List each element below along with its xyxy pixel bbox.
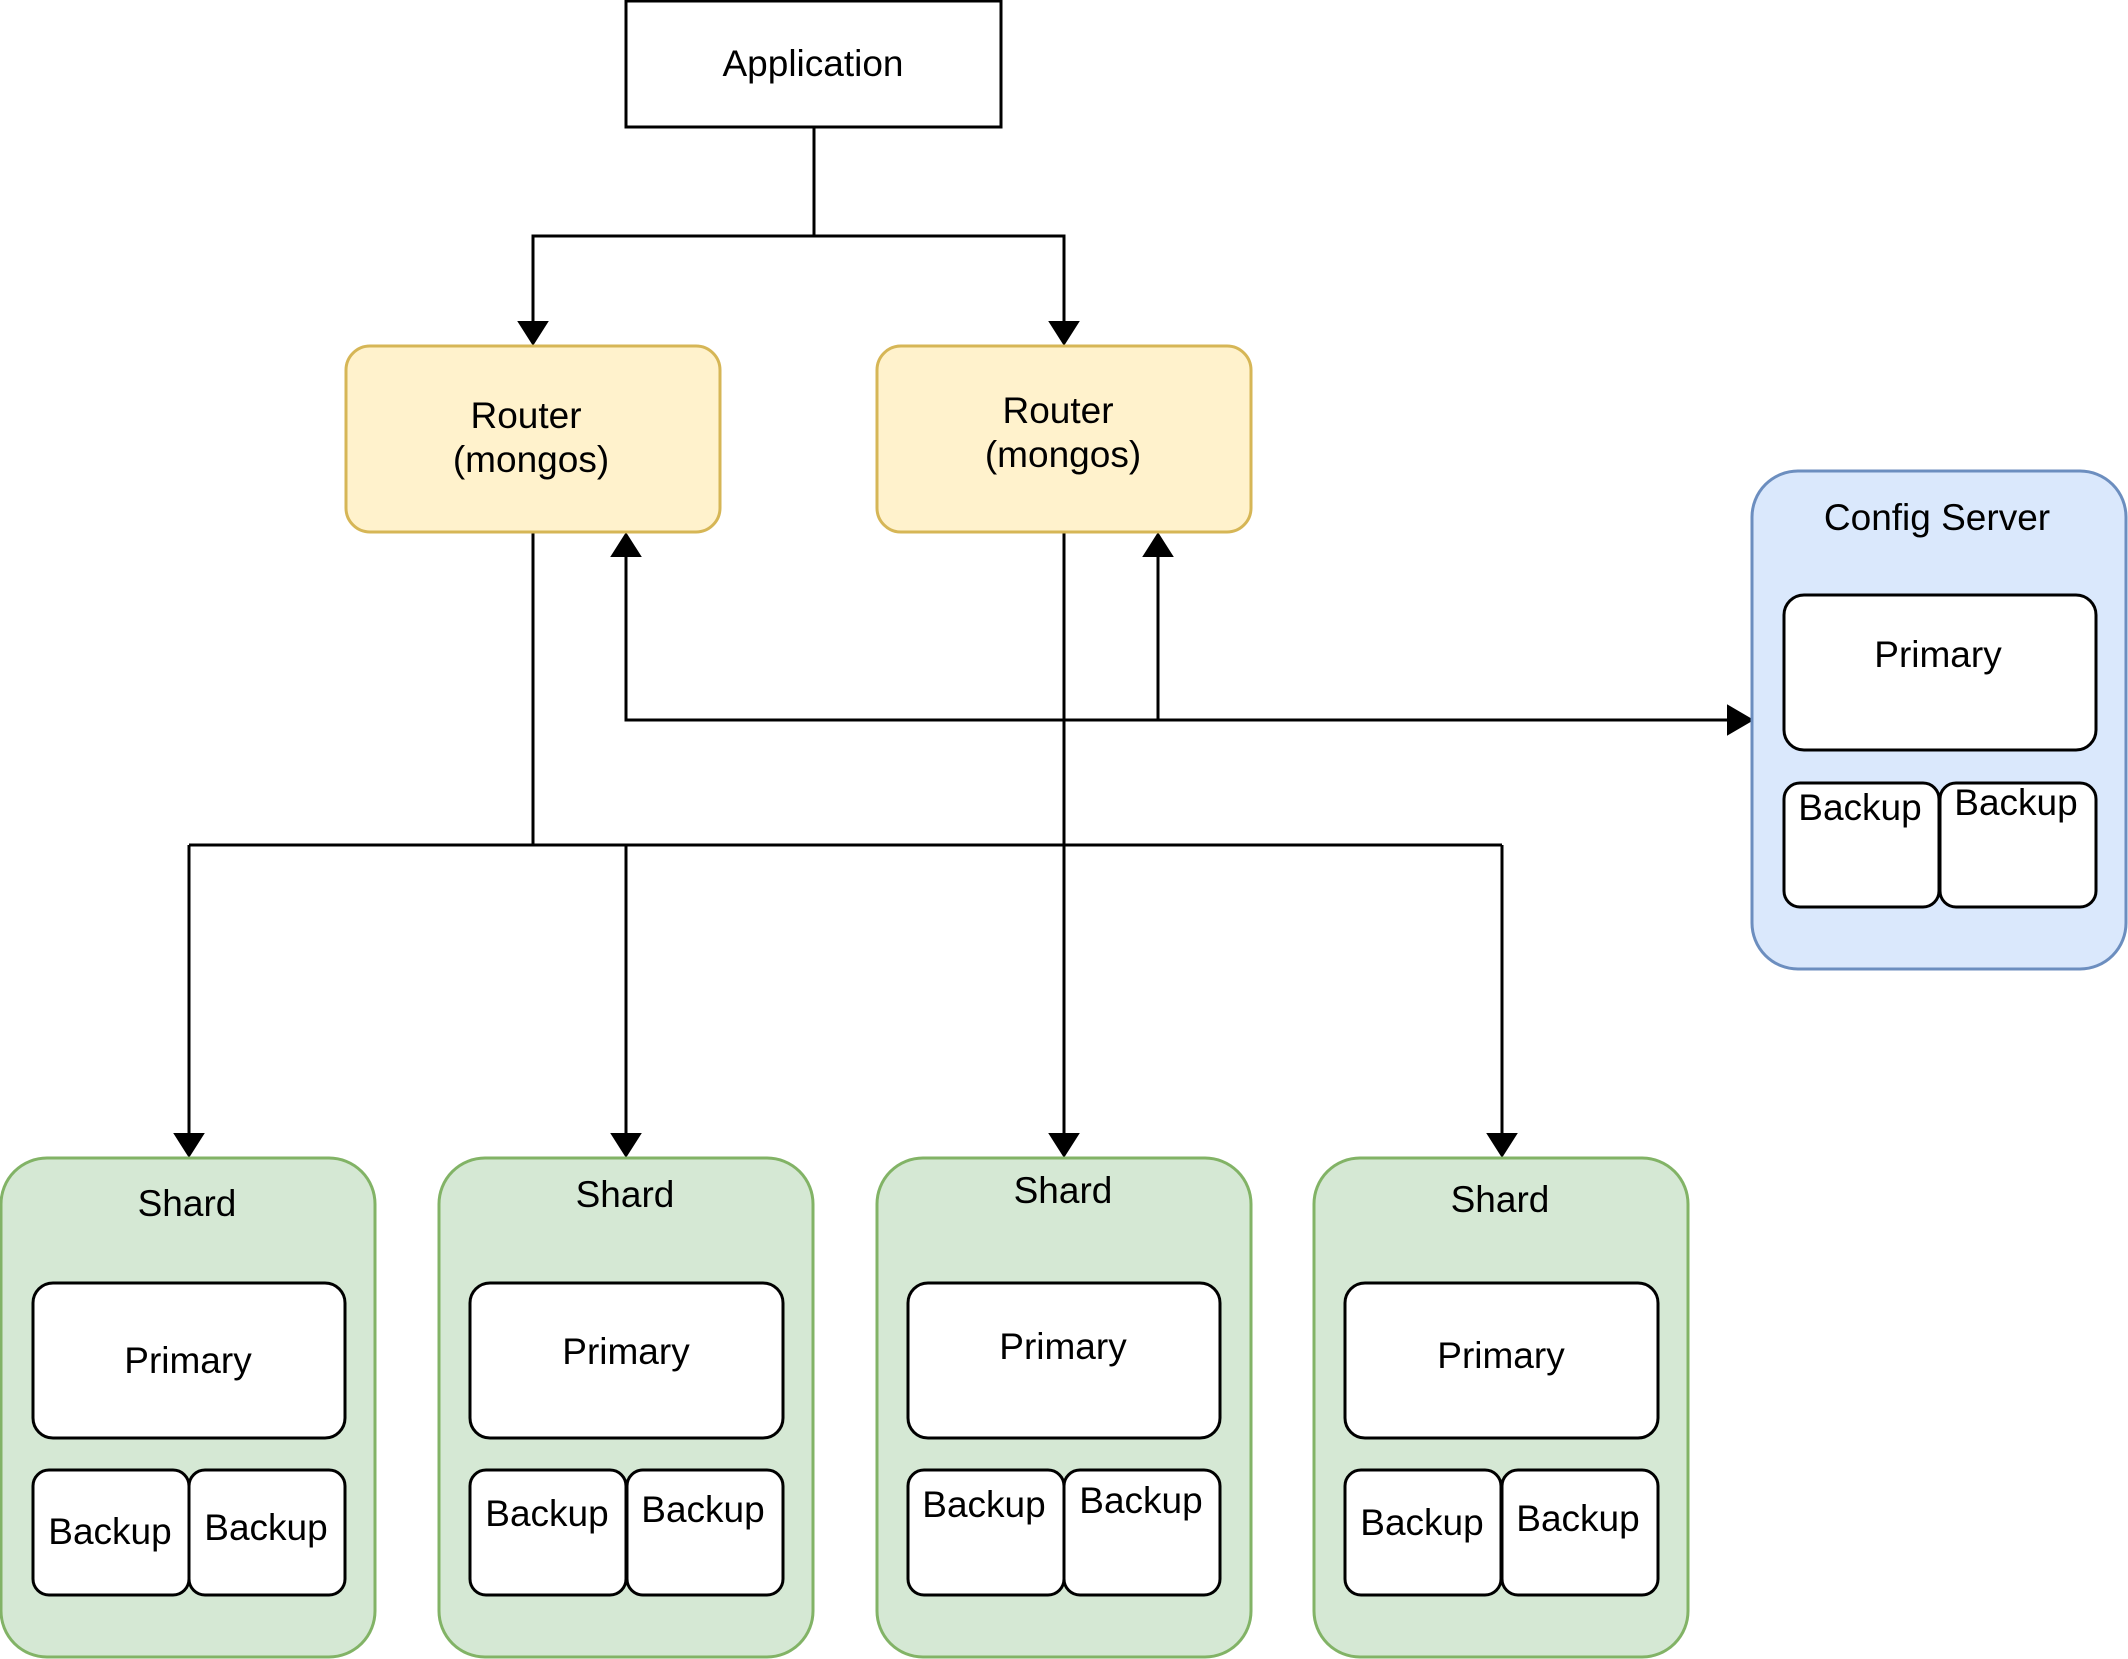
arrowhead-shard-3: [1048, 1133, 1080, 1158]
arrowhead-router-2-from-config: [1142, 532, 1174, 557]
router-node-2: Router (mongos): [875, 344, 1253, 534]
config-backup-label-1: Backup: [1798, 787, 1921, 828]
config-primary-label: Primary: [1874, 634, 2002, 675]
arrowhead-router-1-from-config: [610, 532, 642, 557]
router-label-line-2: (mongos): [985, 434, 1141, 475]
router-box: [875, 344, 1253, 534]
shard-node-3: Shard Primary Backup Backup: [875, 1156, 1253, 1659]
application-box: [624, 0, 1003, 129]
edge-application-to-router-2: [814, 234, 1066, 322]
shard-title: Shard: [576, 1174, 675, 1215]
config-server-title: Config Server: [1824, 497, 2050, 538]
shard-backup-box-2: [1500, 1468, 1660, 1597]
router-label-line-2: (mongos): [453, 439, 609, 480]
shard-primary-box: [1343, 1281, 1660, 1440]
shard-backup-label-1: Backup: [485, 1493, 608, 1534]
shard-title: Shard: [138, 1183, 237, 1224]
shard-primary-box: [31, 1281, 347, 1440]
shard-primary-label: Primary: [562, 1331, 690, 1372]
arrowhead-shard-1: [173, 1133, 205, 1158]
shard-title: Shard: [1451, 1179, 1550, 1220]
shard-backup-label-2: Backup: [641, 1489, 764, 1530]
router-box: [344, 344, 722, 534]
shard-backup-label-2: Backup: [204, 1507, 327, 1548]
shard-primary-box: [468, 1281, 785, 1440]
config-primary-box: [1782, 593, 2098, 752]
edge-config-bus: [624, 556, 1728, 722]
shard-backup-box-2: [625, 1468, 785, 1597]
router-node-1: Router (mongos): [344, 344, 722, 534]
arrowhead-router-1: [517, 321, 549, 346]
shard-primary-label: Primary: [999, 1326, 1127, 1367]
shard-primary-box: [906, 1281, 1222, 1440]
shard-backup-label-1: Backup: [48, 1511, 171, 1552]
config-server-node: Config Server Primary Backup Backup: [1750, 469, 2128, 971]
shard-backup-label-1: Backup: [1360, 1502, 1483, 1543]
arrowhead-router-2: [1048, 321, 1080, 346]
application-node: Application: [624, 0, 1003, 129]
shard-node-1: Shard Primary Backup Backup: [0, 1156, 377, 1659]
shard-backup-box-2: [1062, 1468, 1222, 1597]
shard-node-4: Shard Primary Backup Backup: [1312, 1156, 1690, 1659]
config-backup-box-2: [1938, 781, 2098, 909]
router-label-line-1: Router: [1002, 390, 1113, 431]
shard-title: Shard: [1014, 1170, 1113, 1211]
arrowhead-shard-2: [610, 1133, 642, 1158]
arrowhead-shard-4: [1486, 1133, 1518, 1158]
connectors: [173, 128, 1754, 1158]
application-label: Application: [722, 43, 903, 84]
shard-backup-label-2: Backup: [1516, 1498, 1639, 1539]
shard-primary-label: Primary: [1437, 1335, 1565, 1376]
shard-backup-label-2: Backup: [1079, 1480, 1202, 1521]
shard-node-2: Shard Primary Backup Backup: [437, 1156, 815, 1659]
shard-backup-box-2: [187, 1468, 347, 1597]
router-label-line-1: Router: [470, 395, 581, 436]
arrowhead-config-server: [1727, 704, 1754, 736]
edge-application-to-router-1: [531, 128, 816, 322]
shard-backup-label-1: Backup: [922, 1484, 1045, 1525]
config-backup-label-2: Backup: [1954, 782, 2077, 823]
shard-primary-label: Primary: [124, 1340, 252, 1381]
